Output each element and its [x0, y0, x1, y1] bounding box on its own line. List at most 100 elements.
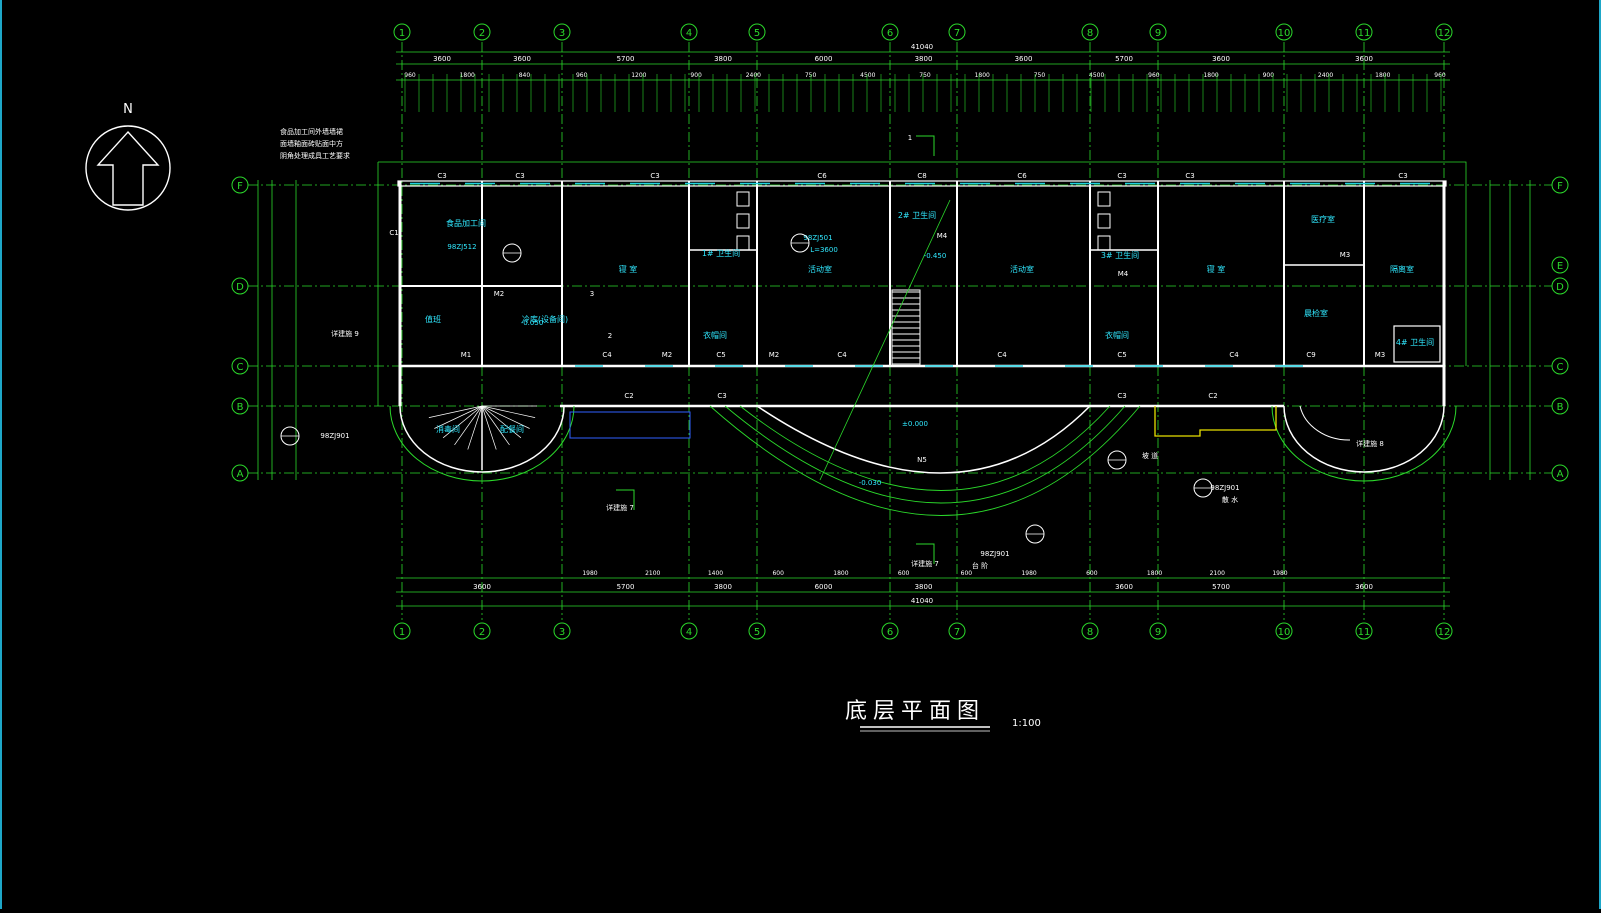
- axis-label-left: D: [236, 282, 244, 293]
- axis-bubble-top: [748, 23, 766, 41]
- axis-label-top: 9: [1155, 28, 1161, 39]
- annotation: 散 水: [1222, 495, 1238, 504]
- dim-bottom: 3800: [915, 583, 933, 591]
- axis-grid: 112233445566778899101011111212FDCBAFEDCB…: [231, 23, 1569, 640]
- ramp-outline: [1154, 406, 1277, 437]
- tag-label: C2: [624, 392, 633, 400]
- axis-bubble-top: [680, 23, 698, 41]
- tag-label: C3: [1185, 172, 1194, 180]
- tag-label: M3: [1340, 251, 1351, 259]
- wc-fixture: [1097, 235, 1111, 251]
- dim-top-detail: 750: [805, 72, 817, 79]
- axis-label-top: 6: [887, 28, 893, 39]
- axis-bubble-top: [1081, 23, 1099, 41]
- tower-right-outer: [1271, 405, 1457, 482]
- dim-top-detail: 1800: [1203, 72, 1218, 79]
- axis-label-top: 3: [559, 28, 565, 39]
- room-labels: 食品加工间寝 室活动室活动室寝 室医疗室隔离室晨检室值班衣帽间衣帽间1# 卫生间…: [280, 127, 1434, 570]
- annotation: -0.030: [859, 479, 882, 487]
- wc-fixture: [736, 191, 750, 207]
- axis-label-bottom: 8: [1087, 627, 1093, 638]
- section-marker: [616, 489, 635, 510]
- axis-label-bottom: 4: [686, 627, 692, 638]
- axis-bubble-right: [1551, 464, 1569, 482]
- axis-bubble-left: [231, 464, 249, 482]
- dim-top: 3800: [915, 55, 933, 63]
- axis-label-bottom: 11: [1358, 627, 1371, 638]
- axis-label-bottom: 6: [887, 627, 893, 638]
- drawing-title-block: 底层平面图 1:100: [845, 699, 1041, 732]
- axis-label-right: C: [1557, 362, 1564, 373]
- axis-bubble-top: [1435, 23, 1453, 41]
- viewport-border-right: [1599, 0, 1601, 909]
- annotation: 98ZJ512: [447, 243, 476, 251]
- axis-bubble-bottom: [1355, 622, 1373, 640]
- axis-label-top: 2: [479, 28, 485, 39]
- room-label: 寝 室: [619, 264, 638, 274]
- dim-top: 5700: [617, 55, 635, 63]
- axis-label-bottom: 1: [399, 627, 405, 638]
- dim-bottom: 3600: [1355, 583, 1373, 591]
- entrance-curve-inner: [756, 405, 1091, 474]
- tag-label: M1: [461, 351, 472, 359]
- entrance-curve-1: [739, 405, 1111, 491]
- annotation: 食品加工间外墙墙裙: [280, 127, 343, 136]
- drawing-title: 底层平面图: [845, 699, 985, 724]
- room-label: 活动室: [1010, 264, 1034, 274]
- axis-bubble-left: [231, 277, 249, 295]
- axis-bubble-right: [1551, 176, 1569, 194]
- tag-label: 1: [908, 134, 912, 142]
- dim-top-detail: 750: [1034, 72, 1046, 79]
- stair-central: [891, 289, 921, 367]
- axis-bubble-right: [1551, 256, 1569, 274]
- tag-label: M3: [1375, 351, 1386, 359]
- room-label: 配餐间: [500, 425, 524, 434]
- tower-left-tread: [481, 405, 536, 418]
- roof-outline: [378, 161, 1467, 366]
- tower-left-tread: [428, 405, 483, 418]
- axis-label-right: F: [1557, 181, 1563, 192]
- dim-bottom-detail: 600: [898, 570, 910, 577]
- axis-bubble-left: [231, 176, 249, 194]
- dim-top-detail: 1800: [460, 72, 475, 79]
- dim-bottom: 3600: [1115, 583, 1133, 591]
- annotation: 98ZJ501: [803, 234, 832, 242]
- tag-label: M4: [1118, 270, 1129, 278]
- room-label: 晨检室: [1304, 308, 1328, 318]
- axis-bubble-right: [1551, 397, 1569, 415]
- dim-bottom-detail: 1400: [708, 570, 723, 577]
- dim-bottom-detail: 2100: [1210, 570, 1225, 577]
- annotation: 98ZJ901: [980, 550, 1009, 558]
- dim-top: 6000: [815, 55, 833, 63]
- dim-top-detail: 900: [690, 72, 702, 79]
- room-label: 消毒间: [436, 424, 460, 434]
- dim-bottom-detail: 600: [1086, 570, 1098, 577]
- dim-top-detail: 4500: [1089, 72, 1104, 79]
- drawing-scale: 1:100: [1012, 718, 1041, 729]
- axis-label-left: C: [237, 362, 244, 373]
- room-label: 隔离室: [1390, 264, 1414, 274]
- dim-bottom: 3600: [473, 583, 491, 591]
- dim-bottom: 6000: [815, 583, 833, 591]
- dim-bottom-detail: 600: [961, 570, 973, 577]
- axis-label-bottom: 7: [954, 627, 960, 638]
- tower-left-tread: [481, 405, 510, 446]
- axis-label-top: 4: [686, 28, 692, 39]
- dim-top-detail: 2400: [746, 72, 761, 79]
- tag-label: M2: [769, 351, 780, 359]
- tower-right-stair: [1299, 405, 1351, 441]
- axis-bubble-bottom: [1275, 622, 1293, 640]
- dim-top: 3600: [433, 55, 451, 63]
- axis-bubble-right: [1551, 357, 1569, 375]
- dim-top-detail: 1200: [631, 72, 646, 79]
- axis-bubble-top: [553, 23, 571, 41]
- axis-label-top: 8: [1087, 28, 1093, 39]
- annotation: 阴角处理成具工艺要求: [280, 151, 350, 160]
- wc-fixture: [736, 235, 750, 251]
- walls: [377, 161, 1467, 516]
- axis-label-top: 7: [954, 28, 960, 39]
- tower-left-tread: [454, 405, 483, 446]
- dim-top: 3600: [1212, 55, 1230, 63]
